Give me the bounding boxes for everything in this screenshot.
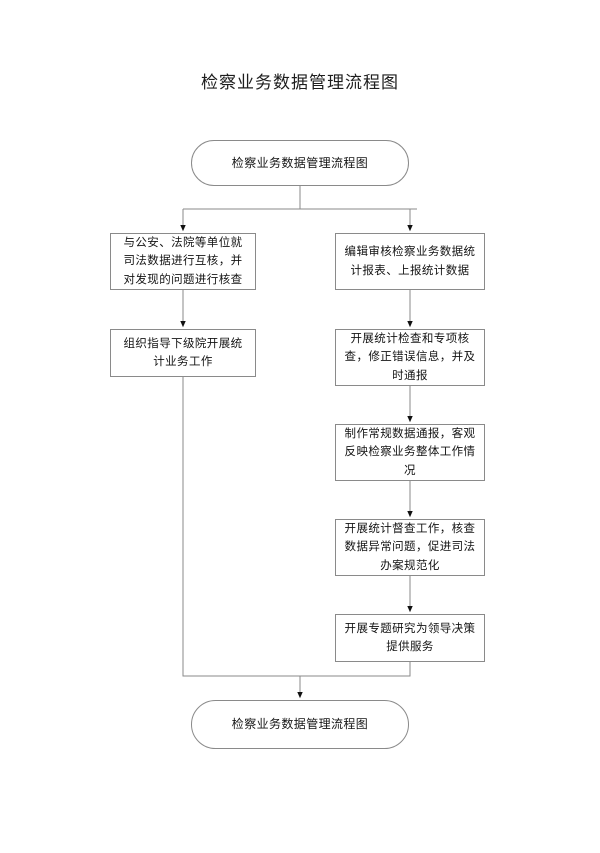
node-end-label: 检察业务数据管理流程图	[231, 717, 369, 732]
node-right-1-label: 编辑审核检察业务数据统计报表、上报统计数据	[344, 246, 476, 277]
node-right-4-label: 开展统计督查工作，核查数据异常问题，促进司法办案规范化	[344, 523, 476, 572]
node-start-label: 检察业务数据管理流程图	[231, 155, 369, 170]
node-right-3-label: 制作常规数据通报，客观反映检察业务整体工作情况	[344, 428, 476, 477]
page-title: 检察业务数据管理流程图	[201, 73, 399, 92]
node-right-5-label: 开展专题研究为领导决策提供服务	[344, 622, 476, 653]
node-end-terminator[interactable]: 检察业务数据管理流程图	[191, 700, 409, 749]
node-right-statistical-inspection[interactable]: 开展统计检查和专项核查，修正错误信息，并及时通报	[335, 329, 485, 386]
node-right-routine-data-bulletin[interactable]: 制作常规数据通报，客观反映检察业务整体工作情况	[335, 424, 485, 481]
node-start-terminator[interactable]: 检察业务数据管理流程图	[191, 140, 409, 186]
node-right-2-label: 开展统计检查和专项核查，修正错误信息，并及时通报	[344, 333, 476, 382]
edge-left2-to-merge	[182, 377, 300, 677]
node-left-1-label: 与公安、法院等单位就司法数据进行互核，并对发现的问题进行核查	[123, 237, 243, 286]
node-left-cross-check-judicial-data[interactable]: 与公安、法院等单位就司法数据进行互核，并对发现的问题进行核查	[110, 233, 256, 290]
node-right-special-research[interactable]: 开展专题研究为领导决策提供服务	[335, 614, 485, 662]
node-right-supervision-work[interactable]: 开展统计督查工作，核查数据异常问题，促进司法办案规范化	[335, 519, 485, 576]
edge-right5-to-merge	[300, 662, 411, 677]
node-left-2-label: 组织指导下级院开展统计业务工作	[123, 337, 243, 368]
node-right-edit-review-reports[interactable]: 编辑审核检察业务数据统计报表、上报统计数据	[335, 233, 485, 290]
node-left-guide-lower-courts[interactable]: 组织指导下级院开展统计业务工作	[110, 329, 256, 377]
